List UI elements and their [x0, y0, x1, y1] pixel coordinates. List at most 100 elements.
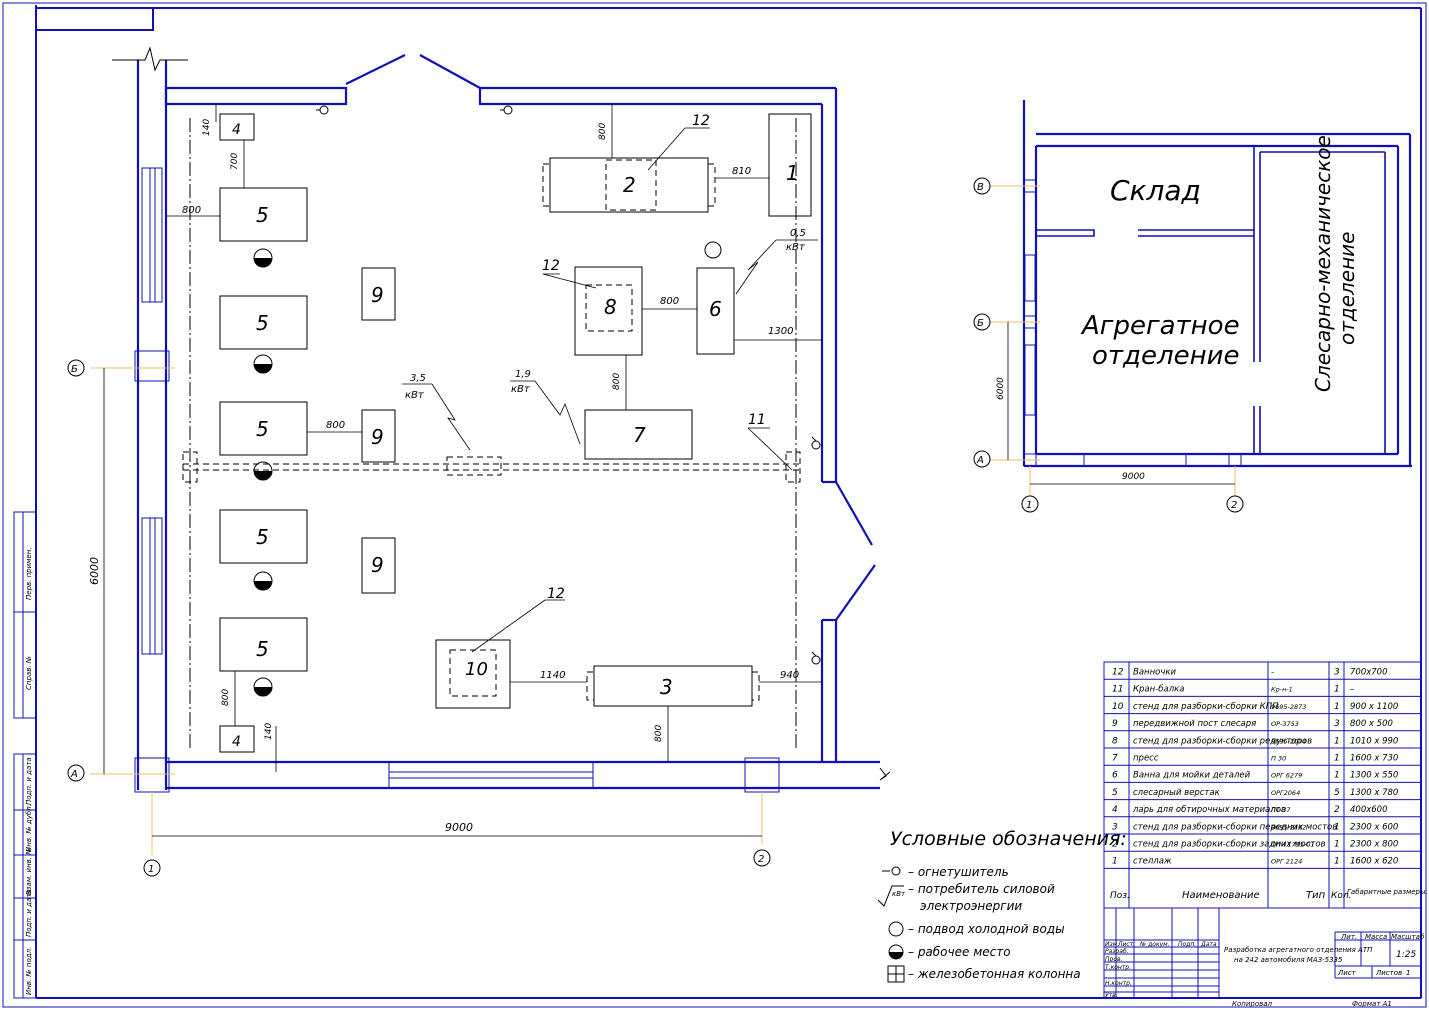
side-label-sign-date-1: Подп. и дата: [25, 757, 33, 805]
role-ncontrol: Н.контр.: [1105, 980, 1132, 987]
row-type: ОРГ 2124: [1271, 858, 1302, 866]
svg-text:9: 9: [371, 283, 384, 307]
mini-label-mech-1: Слесарно-механическое: [1311, 135, 1335, 392]
stamp-change: Изм.: [1105, 941, 1119, 948]
main-floor-plan: 4 5 5 5 5 5 4: [67, 46, 891, 877]
row-qty: 2: [1334, 805, 1340, 815]
row-type: 9695-2162: [1271, 823, 1306, 831]
svg-text:А: А: [70, 769, 78, 780]
svg-text:6: 6: [709, 297, 722, 321]
equipment-1: 1: [768, 113, 812, 217]
svg-text:940: 940: [780, 670, 799, 681]
row-qty: 1: [1334, 840, 1340, 850]
row-name: Ванна для мойки деталей: [1133, 771, 1251, 781]
tb-scale: Масштаб: [1391, 933, 1425, 941]
svg-text:кВт: кВт: [405, 390, 425, 401]
svg-text:кВт: кВт: [892, 890, 906, 898]
role-dev: Разраб.: [1105, 948, 1129, 955]
row-num: 5: [1112, 788, 1118, 798]
row-type: Кр-н-1: [1271, 686, 1293, 694]
row-num: 12: [1112, 668, 1124, 678]
tb-sheets-value: 1: [1406, 969, 1410, 977]
legend-title: Условные обозначения:: [890, 828, 1127, 850]
svg-text:1: 1: [148, 864, 154, 875]
svg-text:5: 5: [256, 417, 269, 441]
header-name: Наименование: [1182, 890, 1260, 901]
column-b-left: [134, 350, 170, 382]
svg-text:9: 9: [371, 425, 384, 449]
legend-workplace: – рабочее место: [908, 945, 1011, 959]
svg-text:810: 810: [732, 166, 751, 177]
row-name: стенд для разборки-сборки передних мосто…: [1133, 822, 1337, 832]
svg-text:140: 140: [264, 723, 274, 740]
table-header: Поз. Наименование Тип Кол. Габаритные ра…: [1110, 888, 1429, 901]
svg-text:кВт: кВт: [511, 384, 531, 395]
legend: Условные обозначения: – огнетушитель кВт…: [877, 828, 1127, 983]
svg-text:9000: 9000: [445, 821, 473, 834]
fire-extinguisher-icons: [316, 105, 821, 665]
title-line-2: на 242 автомобиля МАЗ-5335: [1234, 956, 1343, 964]
equipment-7: 7: [584, 409, 693, 460]
row-type: ПТ-37: [1271, 806, 1291, 814]
equipment-5-3: 5: [219, 401, 308, 456]
row-size: 1600 x 620: [1350, 857, 1398, 867]
row-qty: 1: [1334, 736, 1340, 746]
svg-text:12: 12: [692, 113, 710, 129]
row-qty: 1: [1334, 702, 1340, 712]
power-leaders: 0,5 кВт 3,5 кВт 1,9 кВт: [402, 228, 818, 451]
svg-text:800: 800: [654, 725, 664, 742]
tb-sheet: Лист: [1337, 969, 1357, 977]
svg-text:700: 700: [230, 153, 240, 170]
equipment-5-5: 5: [219, 617, 308, 672]
equipment-9-1: 9: [361, 267, 396, 321]
legend-water: – подвод холодной воды: [908, 922, 1065, 936]
svg-text:В: В: [977, 182, 984, 193]
left-wall: [112, 46, 188, 790]
row-type: 9695-2004: [1271, 737, 1306, 745]
svg-text:4: 4: [232, 734, 241, 750]
leaders: 12 12 12 11: [471, 113, 793, 653]
row-size: 2300 x 600: [1350, 822, 1398, 832]
top-wall: [164, 54, 836, 106]
tb-sheets: Листов: [1375, 969, 1402, 977]
svg-text:2: 2: [623, 173, 636, 197]
svg-text:3,5: 3,5: [410, 373, 426, 384]
svg-text:6000: 6000: [88, 557, 101, 585]
svg-text:5: 5: [256, 525, 269, 549]
equipment-4-bottom: 4: [219, 725, 255, 753]
side-stamp: Перв. примен. Справ. № Подп. и дата Инв.…: [13, 511, 37, 999]
equipment-5-1: 5: [219, 187, 308, 242]
svg-text:А: А: [976, 455, 984, 466]
row-name: стенд для разборки-сборки задних мостов: [1133, 840, 1326, 850]
equipment-9-2: 9: [361, 409, 396, 463]
stamp-sheet: Лист: [1117, 941, 1134, 948]
legend-power-2: электроэнергии: [920, 899, 1022, 913]
mini-floor-plan: Склад Агрегатное отделение Слесарно-меха…: [973, 100, 1412, 513]
mini-label-aggregate-2: отделение: [1092, 341, 1240, 371]
row-type: П 30: [1271, 755, 1286, 763]
row-qty: 3: [1334, 719, 1340, 729]
side-label-dup-inv: Инв. № дубл.: [25, 804, 33, 852]
row-type: –: [1271, 669, 1274, 677]
svg-text:800: 800: [660, 296, 679, 307]
row-qty: 1: [1334, 754, 1340, 764]
svg-text:1300: 1300: [768, 326, 793, 337]
svg-text:5: 5: [256, 203, 269, 227]
side-label-replace-inv: Взам. инв. №: [25, 847, 33, 895]
row-num: 4: [1112, 805, 1118, 815]
svg-text:800: 800: [612, 373, 622, 390]
svg-text:2: 2: [1231, 500, 1237, 511]
row-num: 10: [1112, 702, 1124, 712]
equipment-5-4: 5: [219, 509, 308, 564]
equipment-9-3: 9: [361, 537, 396, 594]
svg-text:3: 3: [660, 675, 673, 699]
row-size: –: [1350, 685, 1354, 695]
